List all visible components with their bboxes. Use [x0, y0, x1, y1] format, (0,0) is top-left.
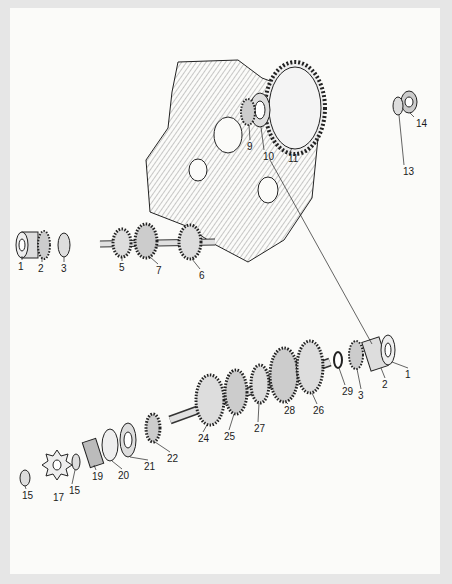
callout-number: 15	[21, 490, 34, 501]
bearing	[255, 101, 265, 119]
washer	[393, 97, 403, 115]
leader-lines	[22, 113, 414, 489]
gear	[297, 341, 323, 393]
callout-number: 28	[283, 405, 296, 416]
case-bore	[189, 159, 207, 181]
sleeve	[120, 423, 136, 457]
washer	[72, 454, 80, 470]
bearing	[381, 335, 395, 365]
callout-number: 1	[17, 261, 25, 272]
callout-number: 10	[262, 151, 275, 162]
gear	[251, 365, 269, 403]
callout-number: 11	[287, 153, 299, 164]
sleeve	[102, 429, 118, 461]
callout-number: 5	[118, 262, 126, 273]
washer	[20, 470, 30, 486]
callout-number: 21	[143, 461, 156, 472]
sprocket	[42, 450, 72, 480]
callout-number: 3	[60, 263, 68, 274]
seal	[82, 438, 103, 467]
callout-number: 3	[357, 390, 365, 401]
gear	[196, 375, 224, 425]
callout-number: 6	[198, 270, 206, 281]
gear	[349, 341, 363, 369]
callout-number: 1	[404, 369, 412, 380]
bearing-race	[241, 99, 255, 125]
gear	[135, 224, 157, 258]
callout-number: 14	[415, 118, 428, 129]
callout-number: 9	[246, 141, 254, 152]
large-gear	[269, 67, 321, 149]
gear	[179, 225, 201, 259]
callout-number: 7	[155, 265, 163, 276]
gear	[225, 370, 247, 414]
bearing	[16, 232, 28, 258]
callout-number: 29	[341, 386, 354, 397]
callout-number: 20	[117, 470, 130, 481]
gear	[146, 414, 160, 442]
callout-number: 2	[37, 263, 45, 274]
callout-number: 27	[253, 423, 266, 434]
gear	[113, 229, 131, 257]
callout-number: 15	[68, 485, 81, 496]
large-gear	[265, 62, 325, 154]
gear	[38, 231, 50, 259]
circlip	[334, 352, 342, 368]
sleeve	[124, 432, 132, 448]
callout-number: 17	[52, 492, 65, 503]
bearing	[19, 239, 25, 251]
nut	[405, 97, 413, 107]
bearing	[385, 343, 391, 357]
callout-number: 13	[402, 166, 415, 177]
callout-number: 22	[166, 453, 179, 464]
nut	[401, 91, 417, 113]
callout-number: 25	[223, 431, 236, 442]
sprocket	[53, 460, 61, 470]
callout-number: 26	[312, 405, 325, 416]
callout-number: 19	[91, 471, 104, 482]
case-bore	[258, 177, 278, 203]
callout-number: 24	[197, 433, 210, 444]
gear	[270, 348, 298, 402]
case-bore	[214, 117, 242, 153]
callout-number: 2	[381, 379, 389, 390]
gear	[58, 233, 70, 257]
